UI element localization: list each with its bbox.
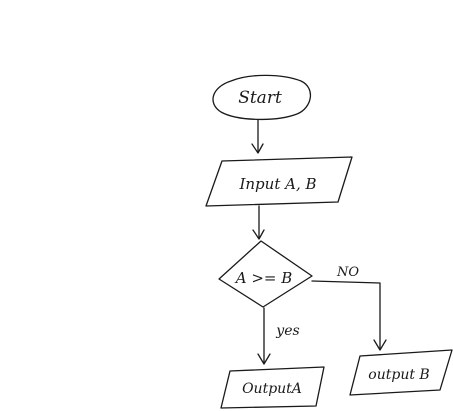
input-parallelogram-shape (205, 156, 353, 207)
no-label: NO (336, 265, 359, 280)
output-a-node: OutputA (220, 366, 325, 409)
output-b-node: output B (349, 349, 453, 396)
arrow-no-branch (311, 280, 387, 351)
yes-label: yes (275, 323, 299, 339)
output-b-parallelogram-shape (349, 349, 453, 396)
arrow-yes-branch (257, 307, 271, 365)
start-oval-shape (212, 74, 311, 121)
start-label: Start (238, 88, 282, 108)
output-a-label: OutputA (242, 381, 302, 397)
arrow-start-to-input (251, 119, 264, 154)
decision-diamond-shape (218, 240, 313, 308)
output-a-parallelogram-shape (220, 366, 325, 409)
input-node: Input A, B (205, 156, 353, 207)
start-node: Start (212, 74, 311, 121)
output-b-label: output B (368, 367, 429, 383)
arrow-input-to-decision (252, 205, 265, 240)
decision-node: A >= B (218, 240, 313, 308)
input-label: Input A, B (238, 175, 316, 193)
decision-label: A >= B (234, 269, 293, 287)
